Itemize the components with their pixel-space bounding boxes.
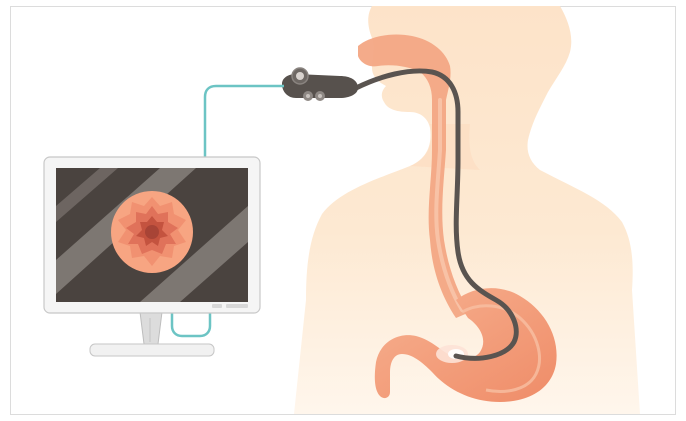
lesion-image xyxy=(111,191,193,273)
